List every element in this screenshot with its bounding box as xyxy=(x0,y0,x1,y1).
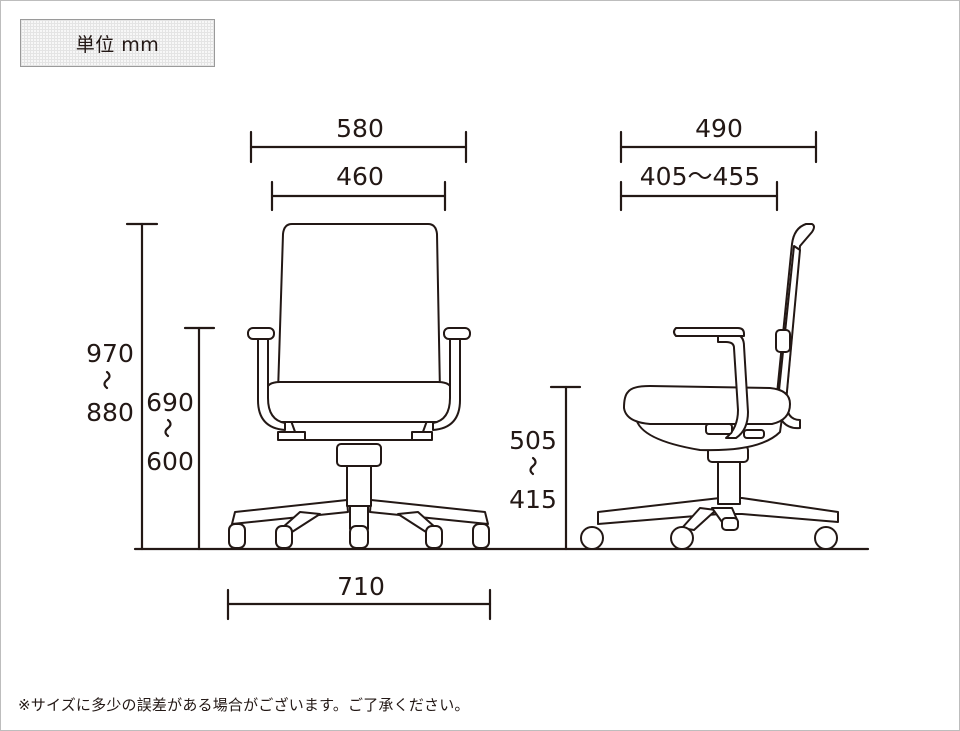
mechanism-lever xyxy=(705,423,733,435)
caster xyxy=(580,526,604,550)
dim-880-label: 880 xyxy=(86,398,134,427)
tilde-690 xyxy=(164,418,172,438)
armrest-post xyxy=(717,333,749,439)
dim-505-label: 505 xyxy=(509,426,557,455)
dim-460-label: 460 xyxy=(336,162,384,191)
caster xyxy=(349,525,369,549)
armrest-post xyxy=(257,337,286,431)
caster xyxy=(228,523,246,549)
dim-415-label: 415 xyxy=(509,485,557,514)
dim-580-label: 580 xyxy=(336,114,384,143)
lumbar-support xyxy=(775,329,791,353)
dim-710-label: 710 xyxy=(337,572,385,601)
seat-cushion xyxy=(265,381,453,423)
dim-405-455-label: 405〜455 xyxy=(640,162,760,191)
chair-side-view xyxy=(580,223,839,550)
tilde-970 xyxy=(103,370,111,390)
gas-cylinder xyxy=(346,461,372,507)
chair-front-view xyxy=(228,223,490,549)
caster xyxy=(670,526,694,550)
mechanism-lever xyxy=(277,431,306,441)
mechanism-lever xyxy=(743,429,765,439)
gas-cylinder xyxy=(717,457,741,505)
mechanism-lever xyxy=(411,431,433,441)
armrest-pad xyxy=(673,327,745,337)
caster xyxy=(425,525,443,549)
seat-cushion xyxy=(623,385,791,425)
caster xyxy=(472,523,490,549)
dim-490-label: 490 xyxy=(695,114,743,143)
dim-600-label: 600 xyxy=(146,447,194,476)
unit-label: 単位 mm xyxy=(20,19,215,67)
armrest-pad xyxy=(247,327,275,340)
backrest xyxy=(277,223,441,393)
caster xyxy=(275,525,293,549)
base-leg xyxy=(681,507,717,531)
armrest-post xyxy=(432,337,461,431)
tilde-505 xyxy=(529,456,537,476)
base-leg xyxy=(369,499,489,525)
cylinder-cover xyxy=(336,443,382,467)
dim-970-label: 970 xyxy=(86,339,134,368)
dim-690-label: 690 xyxy=(146,388,194,417)
caster xyxy=(814,526,838,550)
armrest-pad xyxy=(443,327,471,340)
caster xyxy=(721,517,739,531)
size-tolerance-note: ※サイズに多少の誤差がある場合がございます。ご了承ください。 xyxy=(18,696,470,714)
